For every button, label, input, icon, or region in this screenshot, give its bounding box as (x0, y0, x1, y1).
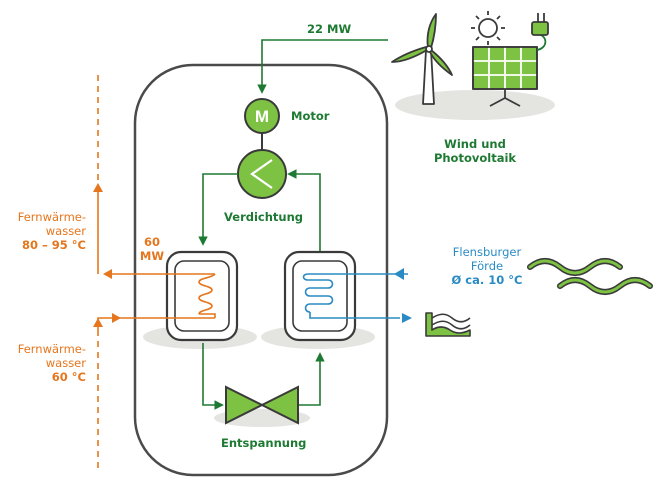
seawater-in-arrow (394, 268, 404, 280)
compressor-icon (237, 149, 287, 199)
wind-solar-label: Wind und Photovoltaik (420, 137, 530, 165)
motor-letter: M (255, 107, 269, 126)
source-line-1: Flensburger (452, 245, 522, 259)
heat-source-label: Flensburger Förde Ø ca. 10 °C (437, 245, 537, 287)
fjord-waves-highlight (528, 259, 652, 294)
supply-arrow-up (93, 183, 103, 192)
refrigerant-line-to-condenser (198, 173, 238, 246)
wind-turbine-icon (391, 13, 453, 105)
heat-output-value: 60 (143, 235, 160, 249)
district-heating-supply-label: Fernwärme- wasser 80 – 95 °C (0, 210, 86, 252)
return-line-2: wasser (45, 356, 86, 370)
wind-solar-shadow (395, 90, 555, 120)
power-input-label: 22 MW (307, 22, 352, 36)
return-line-1: Fernwärme- (17, 342, 86, 356)
heat-output-label: 60 MW (137, 235, 167, 263)
water-outflow-icon (425, 312, 471, 337)
return-temperature: 60 °C (51, 370, 86, 384)
sun-icon (471, 11, 505, 45)
district-heating-return-label: Fernwärme- wasser 60 °C (0, 342, 86, 384)
seawater-out-arrow (402, 313, 412, 323)
expansion-valve-icon (225, 385, 299, 425)
power-line (257, 39, 388, 94)
compressor-label: Verdichtung (224, 210, 304, 224)
return-arrow-up (93, 318, 103, 327)
source-line-2: Förde (470, 259, 504, 273)
expansion-label: Entspannung (221, 436, 307, 450)
refrigerant-line-to-evaporator (298, 352, 325, 406)
solar-panel-icon (472, 46, 538, 107)
wind-solar-line-2: Photovoltaik (433, 151, 517, 165)
source-temperature: Ø ca. 10 °C (451, 273, 523, 287)
plug-icon (531, 13, 549, 51)
motor-label: Motor (291, 109, 330, 123)
supply-line-2: wasser (45, 224, 86, 238)
supply-line-1: Fernwärme- (17, 210, 86, 224)
supply-arrow-left (103, 269, 112, 279)
heat-output-unit: MW (139, 249, 165, 263)
heat-pump-enclosure (133, 63, 389, 477)
wind-solar-line-1: Wind und (444, 137, 506, 151)
refrigerant-line-to-expansion (202, 343, 224, 410)
supply-temperature: 80 – 95 °C (22, 238, 86, 252)
evaporator-coil (302, 273, 408, 319)
return-arrow-right (112, 313, 121, 323)
motor-icon: M (244, 98, 280, 134)
refrigerant-line-from-evaporator (287, 169, 321, 252)
condenser-coil (198, 273, 216, 318)
